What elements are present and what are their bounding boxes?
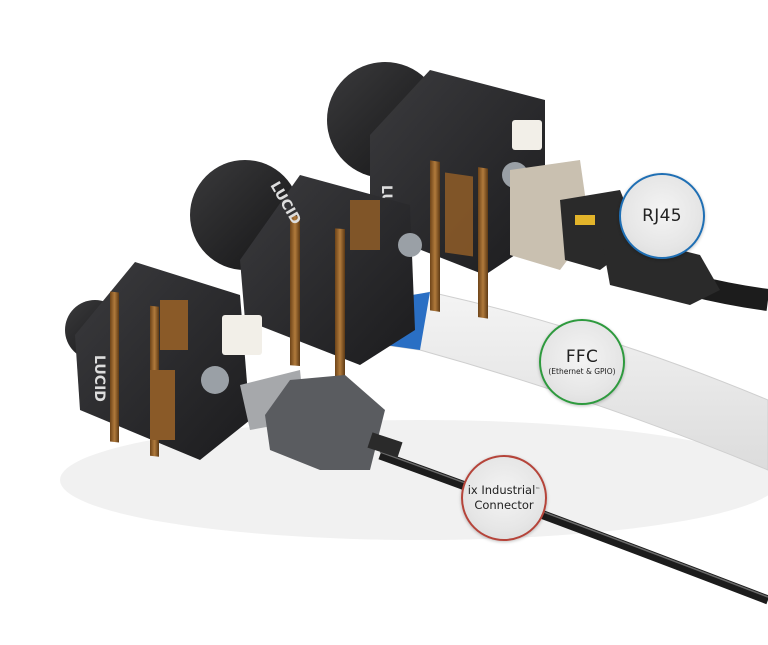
ix-label-line1: ix Industrial™: [468, 483, 541, 498]
rj45-label: RJ45: [642, 206, 682, 226]
ffc-label: FFC: [565, 347, 599, 367]
camera-ffc: LUCID: [190, 160, 422, 380]
camera-rj45: LUCID: [327, 62, 720, 319]
camera-ix: LUCID: [65, 262, 262, 460]
ix-industrial-callout: ix Industrial™ Connector: [461, 455, 547, 541]
ix-label-line2: Connector: [474, 498, 534, 512]
ix-connector-plug: [240, 370, 403, 470]
ix-label-text: ix Industrial: [467, 483, 536, 497]
ffc-callout: FFC (Ethernet & GPIO): [539, 319, 625, 405]
lucid-logo: LUCID: [91, 355, 107, 402]
trademark-symbol: ™: [535, 487, 541, 493]
ffc-sublabel: (Ethernet & GPIO): [548, 367, 616, 376]
ix-cable: [378, 450, 768, 605]
rj45-callout: RJ45: [619, 173, 705, 259]
